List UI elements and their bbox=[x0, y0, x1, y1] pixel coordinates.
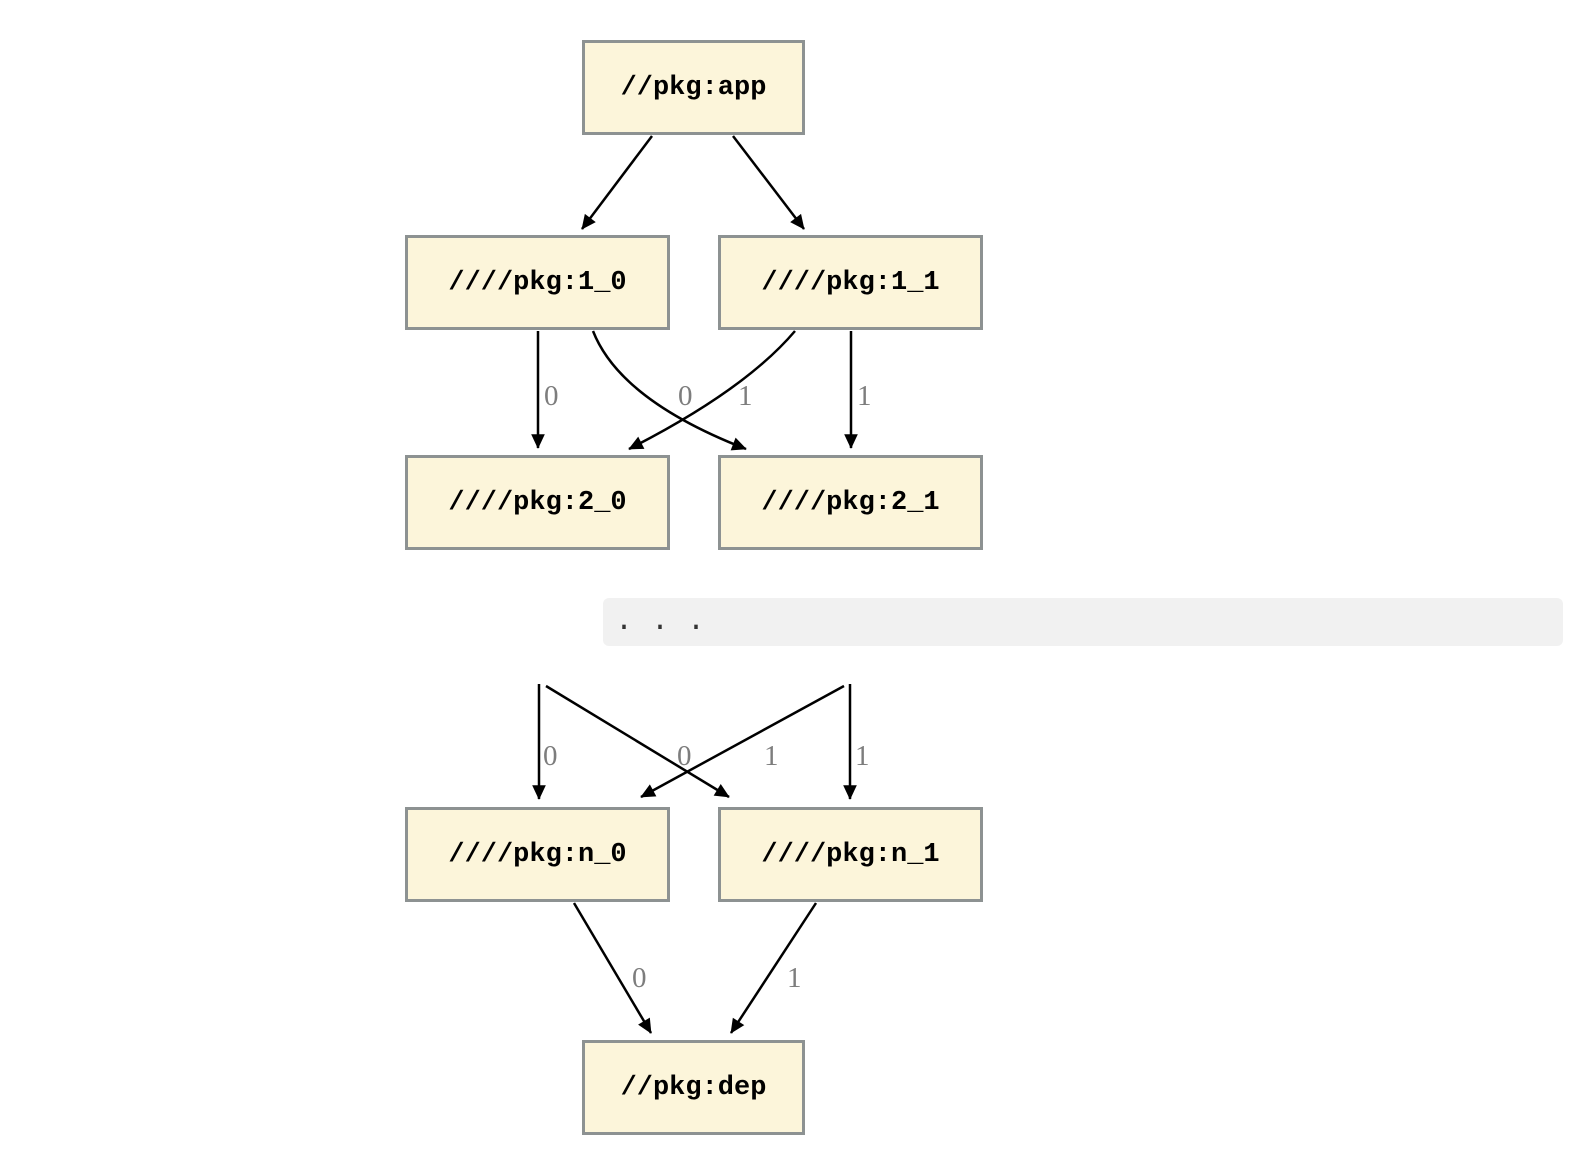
edge-label-above-to-n-0-direct: 0 bbox=[543, 740, 558, 772]
node-pkg-app: //pkg:app bbox=[582, 40, 805, 135]
node-pkg-n-1: ////pkg:n_1 bbox=[718, 807, 983, 902]
edge-label-above-to-n-1-cross: 1 bbox=[764, 740, 779, 772]
edge-label-1-1-to-2-0: 0 bbox=[678, 380, 693, 412]
edge-n-1-to-dep bbox=[729, 902, 818, 1034]
node-pkg-2-0: ////pkg:2_0 bbox=[405, 455, 670, 550]
edge-n-0-to-dep bbox=[572, 902, 653, 1034]
edge-1-1-to-2-0 bbox=[628, 330, 796, 451]
edge-above-to-n-0-cross bbox=[640, 684, 845, 799]
node-pkg-n-0: ////pkg:n_0 bbox=[405, 807, 670, 902]
edge-label-n-1-to-dep: 1 bbox=[787, 962, 802, 994]
edge-label-1-0-to-2-0: 0 bbox=[544, 380, 559, 412]
edge-above-to-n-1-cross bbox=[545, 684, 730, 799]
node-pkg-1-1: ////pkg:1_1 bbox=[718, 235, 983, 330]
edge-label-1-0-to-2-1: 1 bbox=[738, 380, 753, 412]
edge-app-to-1-0 bbox=[581, 135, 653, 230]
node-pkg-1-0: ////pkg:1_0 bbox=[405, 235, 670, 330]
node-pkg-dep: //pkg:dep bbox=[582, 1040, 805, 1135]
edge-label-1-1-to-2-1: 1 bbox=[857, 380, 872, 412]
edge-label-above-to-n-0-cross: 0 bbox=[677, 740, 692, 772]
code-block-ellipsis: . . . bbox=[603, 598, 1563, 646]
edge-label-above-to-n-1-direct: 1 bbox=[855, 740, 870, 772]
edge-app-to-1-1 bbox=[732, 135, 805, 230]
edge-label-n-0-to-dep: 0 bbox=[632, 962, 647, 994]
edge-1-0-to-2-1 bbox=[591, 330, 747, 451]
node-pkg-2-1: ////pkg:2_1 bbox=[718, 455, 983, 550]
